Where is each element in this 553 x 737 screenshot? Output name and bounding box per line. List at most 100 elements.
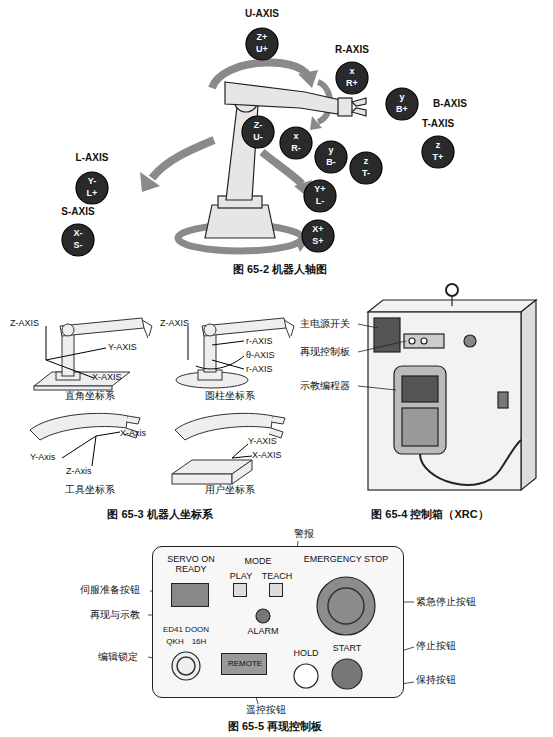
axis-label: r-AXIS	[246, 336, 290, 346]
button-label: REMOTE	[222, 659, 268, 668]
button-label: B-	[314, 157, 348, 167]
axis-arrow	[212, 341, 244, 345]
emergency-stop-button-outline	[317, 577, 375, 635]
user-frame-sketch	[172, 413, 285, 484]
key-switch-outline	[177, 657, 195, 675]
emergency-stop-button-outline	[316, 576, 376, 636]
button-label: L-	[303, 196, 337, 206]
button-label: S-	[61, 240, 95, 250]
figure-caption: 图 65-2 机器人轴图	[200, 263, 360, 276]
axis-jog-key-outline	[304, 180, 336, 212]
button-label: PLAY	[224, 571, 258, 581]
control-panel: MODESERVO ON READYPLAYTEACHEMERGENCY STO…	[152, 546, 404, 698]
cartesian-robot-sketch	[60, 318, 144, 336]
axis-arrow	[46, 348, 106, 360]
button-label: z	[349, 156, 383, 166]
axis-arrow	[46, 360, 94, 378]
control-cabinet	[451, 296, 452, 306]
button-label: Y-	[75, 176, 109, 186]
robot-illustration	[205, 205, 275, 238]
control-cabinet	[404, 334, 444, 348]
axis-jog-key: S-AXISX-S-	[61, 223, 95, 257]
robot-illustration	[225, 82, 340, 114]
cylindrical-robot-sketch	[204, 332, 216, 372]
control-cabinet	[409, 338, 415, 344]
button-label: y	[385, 92, 419, 102]
button-label: y	[314, 145, 348, 155]
user-frame-sketch	[172, 474, 232, 484]
key-switch-outline	[172, 652, 200, 680]
axis-arrow	[212, 360, 244, 369]
axis-label: Y-AXIS	[108, 342, 158, 352]
button-label: S+	[301, 236, 335, 246]
button-label: Z+	[245, 32, 279, 42]
sub-caption: 直角坐标系	[50, 390, 130, 402]
axis-arrow	[92, 436, 96, 466]
control-cabinet	[420, 440, 521, 485]
button-label: HOLD	[286, 648, 326, 658]
part-label: 紧急停止按钮	[416, 596, 496, 608]
cylindrical-robot-sketch	[202, 318, 286, 336]
control-cabinet	[368, 312, 521, 490]
button-label: EMERGENCY STOP	[291, 554, 401, 564]
axis-jog-key-outline	[242, 116, 274, 148]
arrow-head	[140, 172, 160, 192]
part-label: 示教编程器	[300, 380, 362, 392]
axis-jog-key-outline	[422, 136, 454, 168]
control-cabinet	[402, 408, 438, 446]
mode-button: TEACH	[269, 583, 283, 597]
button-label: X+	[301, 224, 335, 234]
axis-jog-key: Z-U-	[241, 115, 275, 149]
axis-arrow	[62, 436, 96, 458]
button-label: T-	[349, 168, 383, 178]
leader-line	[358, 341, 406, 352]
button-label: U+	[245, 44, 279, 54]
mode-button: PLAY	[233, 583, 247, 597]
arrow-head	[298, 70, 318, 88]
control-cabinet	[374, 318, 400, 352]
axis-jog-key-outline	[62, 224, 94, 256]
axis-label: X-AXIS	[252, 450, 296, 460]
axis-arrow	[96, 432, 120, 436]
emergency-stop-button: EMERGENCY STOP	[316, 576, 376, 636]
sub-caption: 用户坐标系	[190, 484, 270, 496]
button-label: x	[335, 66, 369, 76]
axis-arrow	[232, 444, 248, 458]
cylindrical-robot-sketch	[204, 324, 216, 336]
axis-label: X-AXIS	[92, 372, 142, 382]
axis-jog-key-outline	[76, 172, 108, 204]
axis-label: Y-Axis	[30, 452, 74, 462]
cartesian-robot-sketch	[62, 324, 74, 336]
sub-caption: 工具坐标系	[50, 484, 130, 496]
start-button-outline	[332, 659, 362, 689]
button-label: TEACH	[257, 571, 297, 581]
button-label: R+	[335, 78, 369, 88]
part-label: 编辑锁定	[98, 651, 148, 663]
button-label: R-AXIS	[322, 44, 382, 56]
cartesian-robot-sketch	[34, 318, 152, 390]
button-label: START	[325, 643, 369, 653]
button-label: 16H	[187, 637, 211, 646]
axis-jog-key: yB-	[314, 140, 348, 174]
axis-jog-key: Y+L-	[303, 179, 337, 213]
motion-arrow	[152, 140, 214, 178]
figure-caption: 图 65-3 机器人坐标系	[60, 508, 260, 521]
button-label: z	[421, 140, 455, 150]
cylindrical-robot-sketch	[176, 318, 294, 388]
button-label: ALARM	[238, 626, 288, 636]
key-switch-outline	[171, 651, 201, 681]
remote-button: REMOTE	[221, 653, 267, 675]
leader-line	[358, 386, 396, 390]
robot-illustration	[205, 82, 366, 238]
cartesian-robot-sketch	[142, 320, 152, 338]
robot-illustration	[352, 98, 366, 116]
axis-label: Z-AXIS	[10, 318, 60, 328]
axis-jog-key: B-AXISyB+	[385, 87, 419, 121]
servo-button: SERVO ON READY	[171, 583, 209, 607]
button-label: ED41 DOON	[156, 625, 216, 634]
button-label: X-	[61, 228, 95, 238]
axis-jog-key: U-AXISZ+U+	[245, 27, 279, 61]
part-label: 伺服准备按钮	[80, 584, 152, 596]
part-label: 警报	[294, 528, 324, 540]
part-label: 停止按钮	[416, 640, 476, 652]
